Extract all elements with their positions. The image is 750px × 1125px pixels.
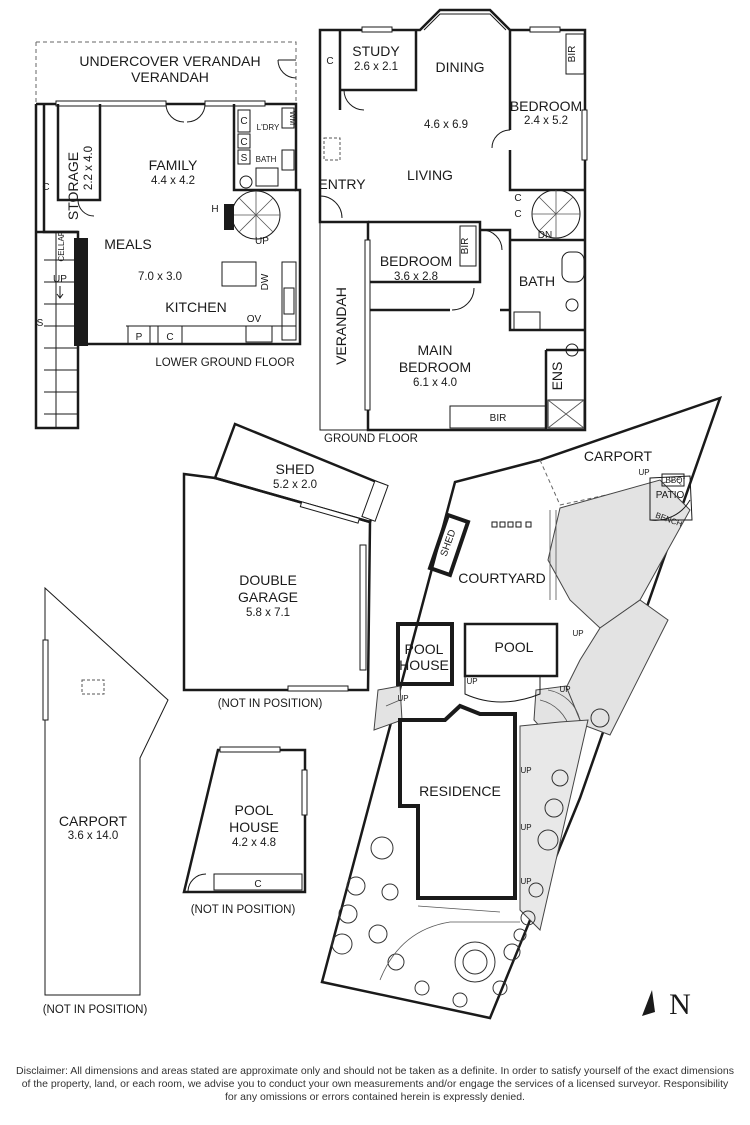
lg-cupboard-mark-2: C	[240, 137, 247, 148]
site-up-label-6: UP	[520, 823, 531, 832]
lg-cupboard-mark-1: C	[240, 116, 247, 127]
meals-label: MEALS	[104, 236, 151, 252]
gf-cupboard-mark-1: C	[514, 193, 521, 204]
verandah-label: VERANDAH	[333, 287, 349, 365]
pool-house-label-2: HOUSE	[229, 819, 279, 835]
bedroom-bir-mark: BIR	[567, 46, 578, 63]
lg-bath-label: BATH	[256, 155, 277, 164]
site-residence-label: RESIDENCE	[419, 783, 501, 799]
garage-label-2: GARAGE	[238, 589, 298, 605]
lg-stair-up-label: UP	[255, 236, 269, 247]
pool-house-dimensions: 4.2 x 4.8	[232, 837, 276, 849]
living-label: LIVING	[407, 167, 453, 183]
storage-s-mark: S	[37, 318, 44, 329]
study-dimensions: 2.6 x 2.1	[354, 61, 398, 73]
study-cupboard-mark: C	[326, 56, 333, 67]
lower-ground-floor-plan	[34, 41, 302, 430]
storage-label: STORAGE	[65, 152, 81, 220]
ground-floor-labels: STUDY 2.6 x 2.1 C DINING 4.6 x 6.9 LIVIN…	[318, 43, 582, 445]
shed-label: SHED	[276, 461, 315, 477]
ground-floor-caption: GROUND FLOOR	[324, 433, 418, 445]
kitchen-label: KITCHEN	[165, 299, 226, 315]
pool-house-label-1: POOL	[235, 802, 274, 818]
kitchen-cupboard-mark: C	[166, 332, 173, 343]
dishwasher-mark: DW	[260, 273, 271, 290]
disclaimer-line-2: of the property, land, or each room, we …	[21, 1078, 729, 1090]
bedroom-2-dimensions: 3.6 x 2.8	[394, 271, 438, 283]
site-carport-label: CARPORT	[584, 448, 653, 464]
carport-not-in-position: (NOT IN POSITION)	[43, 1004, 148, 1016]
ground-floor-plan	[318, 8, 588, 432]
garden-trees	[331, 708, 610, 1008]
shed-dimensions: 5.2 x 2.0	[273, 479, 317, 491]
site-pool-label: POOL	[495, 639, 534, 655]
main-bedroom-dimensions: 6.1 x 4.0	[413, 377, 457, 389]
lower-ground-floor-labels: UNDERCOVER VERANDAH VERANDAH FAMILY 4.4 …	[37, 53, 297, 369]
lower-ground-floor-caption: LOWER GROUND FLOOR	[155, 357, 294, 369]
bedroom-dimensions: 2.4 x 5.2	[524, 115, 568, 127]
bedroom-label: BEDROOM	[510, 98, 582, 114]
site-pool-house-label-2: HOUSE	[399, 657, 449, 673]
cellar-up-label: UP	[53, 274, 67, 285]
shed-garage-plan: SHED 5.2 x 2.0 DOUBLE GARAGE 5.8 x 7.1 (…	[182, 422, 389, 710]
site-pool-house-label-1: POOL	[405, 641, 444, 657]
storage-dimensions: 2.2 x 4.0	[83, 146, 95, 190]
site-bbq-label: BBQ	[666, 476, 683, 485]
ensuite-label: ENS	[549, 362, 565, 391]
storage-cupboard-mark: C	[42, 182, 49, 193]
disclaimer-line-3: for any omissions or errors contained he…	[225, 1091, 525, 1103]
undercover-verandah-label: UNDERCOVER VERANDAH	[79, 53, 260, 69]
laundry-label: L'DRY	[257, 123, 280, 132]
pool-house-not-in-position: (NOT IN POSITION)	[191, 904, 296, 916]
carport-plan: CARPORT 3.6 x 14.0 (NOT IN POSITION)	[42, 586, 169, 1016]
lg-shower-mark: S	[241, 153, 248, 164]
living-dimensions: 4.6 x 6.9	[424, 119, 468, 131]
site-up-label-2: UP	[466, 677, 477, 686]
disclaimer-line-1: Disclaimer: All dimensions and areas sta…	[16, 1065, 734, 1077]
bedroom-2-bir-mark: BIR	[460, 238, 471, 255]
north-arrow: N	[642, 988, 691, 1021]
entry-label: ENTRY	[318, 176, 366, 192]
pantry-mark: P	[136, 332, 143, 343]
carport-dimensions: 3.6 x 14.0	[68, 830, 119, 842]
site-up-label-3: UP	[397, 694, 408, 703]
site-up-label-8: UP	[520, 877, 531, 886]
garage-label-1: DOUBLE	[239, 572, 297, 588]
garage-dimensions: 5.8 x 7.1	[246, 607, 290, 619]
dining-label: DINING	[436, 59, 485, 75]
carport-label: CARPORT	[59, 813, 128, 829]
site-plan: SHED POOL HOUSE POOL RESIDENCE COURTYARD…	[320, 395, 723, 1020]
oven-mark: OV	[247, 314, 262, 325]
gf-cupboard-mark-2: C	[514, 209, 521, 220]
stair-down-label: DN	[538, 230, 552, 241]
site-up-label-1: UP	[638, 468, 649, 477]
north-label: N	[669, 988, 691, 1021]
site-courtyard-label: COURTYARD	[458, 570, 545, 586]
gf-bath-label: BATH	[519, 273, 555, 289]
disclaimer: Disclaimer: All dimensions and areas sta…	[10, 1065, 740, 1104]
main-bedroom-label-1: MAIN	[418, 342, 453, 358]
meals-dimensions: 7.0 x 3.0	[138, 271, 182, 283]
study-label: STUDY	[352, 43, 400, 59]
heater-mark: H	[211, 204, 218, 215]
bedroom-2-label: BEDROOM	[380, 253, 452, 269]
main-bedroom-label-2: BEDROOM	[399, 359, 471, 375]
family-dimensions: 4.4 x 4.2	[151, 175, 195, 187]
undercover-verandah-label-2: VERANDAH	[131, 69, 209, 85]
pool-house-cupboard-mark: C	[254, 879, 261, 890]
cellar-label: CELLAR	[57, 230, 66, 261]
site-patio-label: PATIO	[656, 490, 685, 501]
garage-not-in-position: (NOT IN POSITION)	[218, 698, 323, 710]
main-bedroom-bir-mark: BIR	[490, 413, 507, 424]
site-up-label-7: UP	[520, 766, 531, 775]
site-up-label-4: UP	[559, 685, 570, 694]
pool-house-plan: POOL HOUSE 4.2 x 4.8 C (NOT IN POSITION)	[182, 746, 308, 916]
site-up-label-5: UP	[572, 629, 583, 638]
family-label: FAMILY	[149, 157, 198, 173]
washing-machine-mark: WM	[288, 111, 297, 126]
